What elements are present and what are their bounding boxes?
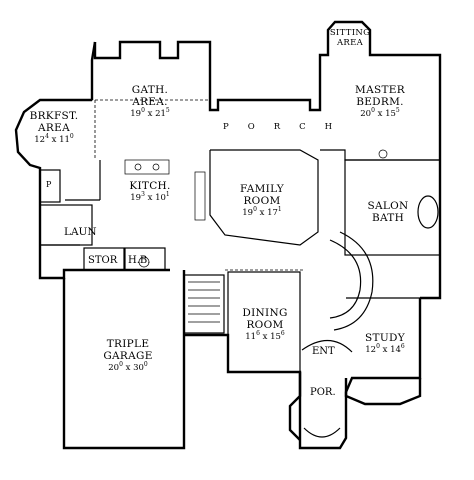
- room-name: SITTING: [329, 28, 371, 38]
- laundry-label: LAUN: [64, 226, 97, 238]
- room-family-room: FAMILY ROOM 190 x 171: [232, 183, 292, 219]
- room-kitchen: KITCH. 193 x 101: [124, 180, 176, 204]
- room-dining-room: DINING ROOM 116 x 156: [236, 307, 294, 343]
- room-name: ROOM: [246, 319, 284, 332]
- room-name: BEDRM.: [356, 96, 404, 109]
- room-name: MASTER: [355, 84, 405, 96]
- dashed-lines: [60, 99, 305, 271]
- room-dimension: 190 x 215: [130, 107, 170, 119]
- interior-walls: [39, 149, 441, 438]
- room-name: SALON: [367, 200, 409, 212]
- room-name: GATH.: [131, 84, 169, 96]
- room-dimension: 200 x 155: [360, 107, 400, 119]
- room-name: KITCH.: [129, 180, 171, 192]
- room-dimension: 193 x 101: [130, 191, 170, 203]
- entry-label: ENT: [312, 346, 335, 357]
- room-dimension: 116 x 156: [245, 330, 285, 342]
- storage-label: STOR: [88, 255, 118, 266]
- room-name: BRKFST.: [29, 110, 79, 122]
- room-name: ROOM: [243, 195, 281, 208]
- room-name: AREA: [38, 122, 70, 135]
- room-master-bedroom: MASTER BEDRM. 200 x 155: [350, 84, 410, 120]
- room-salon-bath: SALON BATH: [365, 200, 411, 224]
- room-name: DINING: [242, 307, 288, 319]
- room-name: AREA: [336, 37, 364, 48]
- room-triple-garage: TRIPLE GARAGE 200 x 300: [96, 338, 160, 374]
- room-name: FAMILY: [240, 183, 284, 195]
- room-name: AREA.: [132, 96, 168, 109]
- room-study: STUDY 120 x 146: [360, 332, 410, 356]
- room-name: GARAGE: [103, 350, 153, 363]
- fixtures: [124, 149, 388, 323]
- room-breakfast-area: BRKFST. AREA 124 x 110: [26, 110, 82, 146]
- portico-label: POR.: [310, 387, 336, 398]
- room-name: TRIPLE: [106, 338, 150, 350]
- room-dimension: 120 x 146: [365, 343, 405, 355]
- room-name: BATH: [371, 212, 405, 225]
- room-gathering-area: GATH. AREA. 190 x 215: [124, 84, 176, 120]
- pantry-label: P: [46, 180, 52, 189]
- room-dimension: 200 x 300: [108, 361, 148, 373]
- room-name: STUDY: [365, 332, 405, 344]
- porch-label: PORCH: [223, 122, 352, 132]
- room-dimension: 190 x 171: [242, 206, 282, 218]
- room-dimension: 124 x 110: [34, 133, 74, 145]
- room-sitting-area: SITTING AREA: [328, 28, 372, 49]
- half-bath-label: H.B.: [128, 255, 151, 266]
